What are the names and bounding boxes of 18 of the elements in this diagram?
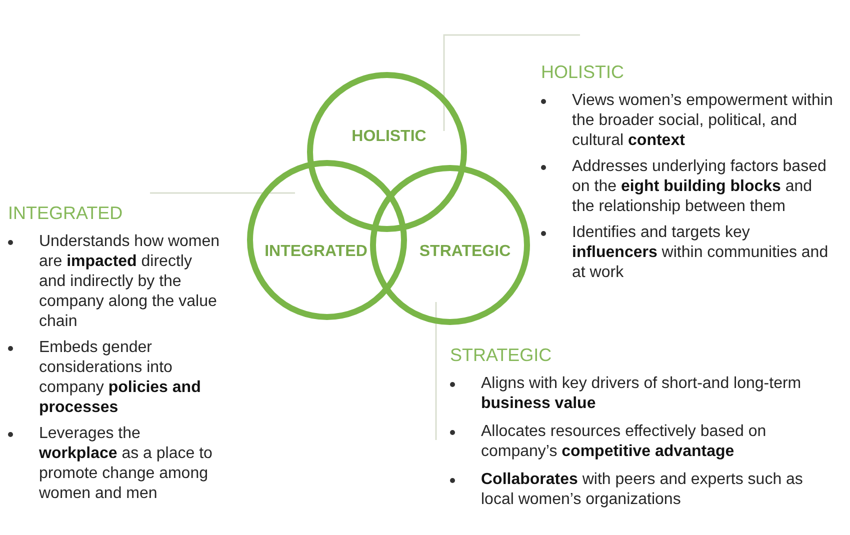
bullet-text: Leverages the workplace as a place to promote change among women and men — [39, 424, 214, 504]
bullet-text: Understands how women are impacted directly and indirectly by the company along the value chain — [39, 232, 221, 332]
circle-label: HOLISTIC — [352, 128, 426, 146]
bullet-text: Identifies and targets key influencers within communities and at work — [572, 223, 830, 283]
section-heading: HOLISTIC — [541, 61, 624, 83]
section-heading: INTEGRATED — [8, 202, 123, 224]
bullet-text: Aligns with key drivers of short-and long-term business value — [481, 374, 802, 414]
bullet-text: Views women’s empowerment within the broader social, political, and cultural context — [572, 91, 834, 151]
bullet-text: Allocates resources effectively based on company’s competitive advantage — [481, 422, 768, 462]
venn-circle — [247, 160, 407, 320]
circle-label: STRATEGIC — [419, 243, 511, 261]
bullet-text: Addresses underlying factors based on the eight building blocks and the relationship between them — [572, 157, 828, 217]
bullet-text: Collaborates with peers and experts such as local women’s organizations — [481, 470, 804, 510]
circle-label: INTEGRATED — [264, 243, 368, 261]
venn-circle — [370, 165, 530, 325]
section-heading: STRATEGIC — [450, 344, 552, 366]
venn-circle — [307, 72, 467, 232]
bullet-text: Embeds gender considerations into company policies and processes — [39, 338, 202, 418]
